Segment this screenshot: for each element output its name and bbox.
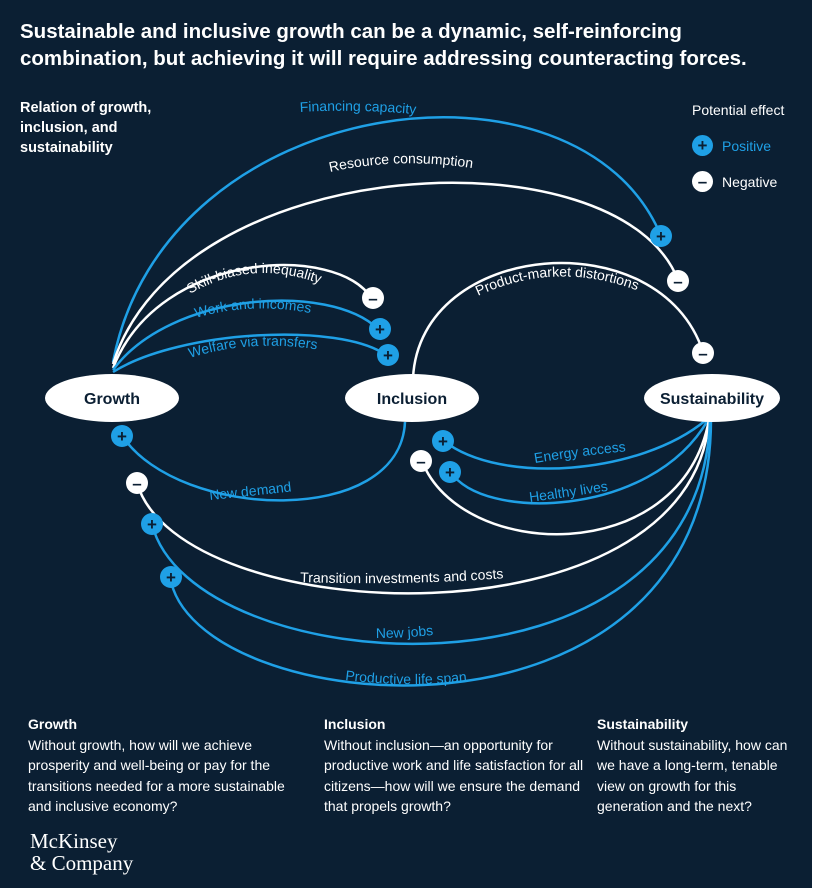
arc-skill-biased-inequality bbox=[111, 263, 373, 370]
arc-new-jobs bbox=[150, 418, 712, 646]
footer-growth-heading: Growth bbox=[28, 716, 77, 732]
footer-sustainability-text: Without sustainability, how can we have … bbox=[597, 736, 788, 815]
legend: Potential effect + Positive – Negative bbox=[692, 100, 807, 192]
plus-icon: + bbox=[650, 225, 672, 247]
plus-icon: + bbox=[369, 318, 391, 340]
minus-icon: – bbox=[692, 171, 713, 192]
minus-icon: – bbox=[692, 342, 714, 364]
svg-text:–: – bbox=[698, 344, 707, 363]
label-skill-biased-inequality: Skill-biased inequality bbox=[184, 260, 324, 297]
svg-text:–: – bbox=[416, 452, 425, 471]
footer-sustainability-heading: Sustainability bbox=[597, 716, 689, 732]
arc-sustainability-negative-loop bbox=[420, 418, 711, 536]
label-welfare-via-transfers: Welfare via transfers bbox=[186, 333, 318, 361]
node-sustainability: Sustainability bbox=[644, 374, 780, 422]
label-new-jobs: New jobs bbox=[376, 622, 434, 641]
plus-icon: + bbox=[160, 566, 182, 588]
arc-product-market-distortions bbox=[411, 261, 705, 380]
svg-text:–: – bbox=[673, 272, 682, 291]
label-product-market-distortions: Product-market distortions bbox=[473, 263, 642, 298]
mckinsey-logo: McKinsey & Company bbox=[30, 829, 134, 875]
legend-label-positive: Positive bbox=[722, 137, 772, 154]
node-inclusion: Inclusion bbox=[345, 374, 479, 422]
label-resource-consumption: Resource consumption bbox=[327, 150, 474, 175]
plus-icon: + bbox=[432, 430, 454, 452]
svg-text:Growth: Growth bbox=[84, 391, 140, 408]
minus-icon: – bbox=[667, 270, 689, 292]
footer-inclusion: Inclusion Without inclusion—an opportuni… bbox=[324, 714, 586, 817]
footer-growth-text: Without growth, how will we achieve pros… bbox=[28, 736, 285, 815]
footer-inclusion-heading: Inclusion bbox=[324, 716, 386, 732]
svg-text:+: + bbox=[383, 346, 393, 365]
svg-text:Inclusion: Inclusion bbox=[377, 391, 447, 408]
plus-icon: + bbox=[439, 461, 461, 483]
node-growth: Growth bbox=[45, 374, 179, 422]
svg-text:–: – bbox=[132, 474, 141, 493]
relationship-diagram: Financing capacity Resource consumption … bbox=[45, 98, 780, 687]
plus-icon: + bbox=[692, 135, 713, 156]
svg-text:+: + bbox=[117, 427, 127, 446]
legend-label-negative: Negative bbox=[722, 173, 778, 190]
label-work-and-incomes: Work and incomes bbox=[193, 295, 313, 320]
minus-icon: – bbox=[126, 472, 148, 494]
svg-text:+: + bbox=[166, 568, 176, 587]
minus-icon: – bbox=[362, 287, 384, 309]
minus-icon: – bbox=[410, 450, 432, 472]
svg-text:+: + bbox=[445, 463, 455, 482]
svg-text:+: + bbox=[375, 320, 385, 339]
label-financing-capacity: Financing capacity bbox=[299, 98, 417, 117]
legend-item-positive: + Positive bbox=[692, 135, 807, 156]
svg-text:+: + bbox=[147, 515, 157, 534]
label-productive-life-span: Productive life span bbox=[345, 667, 468, 687]
svg-text:–: – bbox=[368, 289, 377, 308]
svg-text:+: + bbox=[438, 432, 448, 451]
footer-sustainability: Sustainability Without sustainability, h… bbox=[597, 714, 802, 817]
figure-subtitle: Relation of growth, inclusion, and susta… bbox=[20, 100, 152, 156]
plus-icon: + bbox=[111, 425, 133, 447]
figure-title: Sustainable and inclusive growth can be … bbox=[20, 20, 747, 70]
label-transition-investments: Transition investments and costs bbox=[300, 565, 504, 586]
footer-growth: Growth Without growth, how will we achie… bbox=[28, 714, 298, 817]
plus-icon: + bbox=[377, 344, 399, 366]
footer-inclusion-text: Without inclusion—an opportunity for pro… bbox=[324, 736, 584, 815]
plus-icon: + bbox=[141, 513, 163, 535]
legend-title: Potential effect bbox=[692, 102, 785, 118]
arc-productive-life-span bbox=[168, 418, 713, 687]
svg-text:+: + bbox=[656, 227, 666, 246]
legend-item-negative: – Negative bbox=[692, 171, 807, 192]
svg-text:Sustainability: Sustainability bbox=[660, 391, 764, 408]
